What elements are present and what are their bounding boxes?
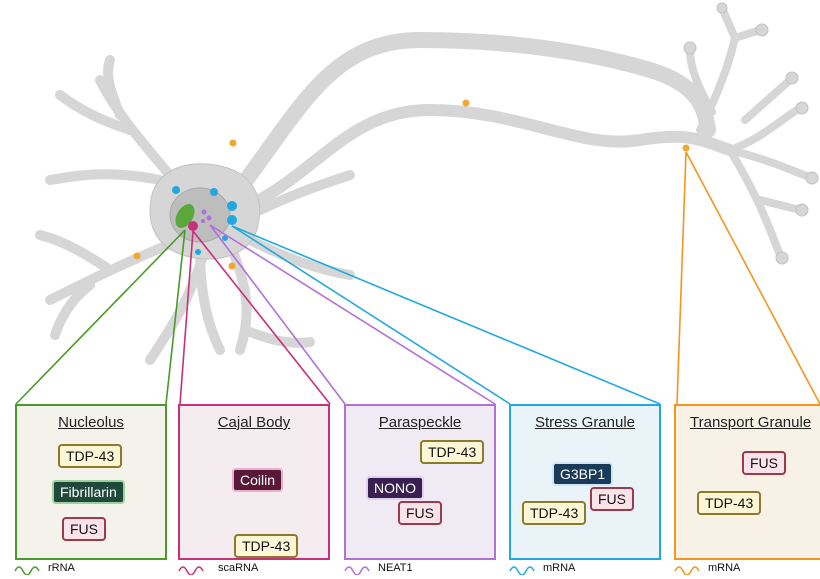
tag-fus: FUS [62,517,106,541]
rna-squiggle-icon [178,566,204,575]
tag-tdp43: TDP-43 [234,534,299,558]
tag-fus: FUS [590,487,634,511]
panel-transport-granule: Transport Granule [674,404,820,560]
rna-squiggle-icon [509,566,535,575]
panel-title: Stress Granule [534,414,636,431]
legend-mrna-transport: mRNA [674,561,794,577]
cajal-dot [188,221,198,231]
rna-squiggle-icon [344,566,370,575]
rna-squiggle-icon [674,566,700,575]
panel-title: Paraspeckle [378,414,462,431]
nucleolus-dot [175,204,195,228]
legend-scarna: scaRNA [178,561,298,577]
legend-label: NEAT1 [378,562,413,574]
tag-tdp43: TDP-43 [420,440,485,464]
transport-granule-dots [133,99,690,270]
neuron [35,2,819,365]
legend-label: rRNA [48,562,75,574]
rna-squiggle-icon [14,566,40,575]
legend-label: scaRNA [218,562,259,574]
panel-title: Cajal Body [217,414,291,431]
tag-tdp43: TDP-43 [522,501,587,525]
tag-nono: NONO [366,476,424,500]
connector-lines [15,151,820,405]
legend-neat1: NEAT1 [344,561,464,577]
tag-fus: FUS [742,451,786,475]
legend-rrna: rRNA [14,561,114,577]
tag-fibrillarin: Fibrillarin [52,480,125,504]
tag-fus: FUS [398,501,442,525]
panel-title: Nucleolus [58,414,124,431]
tag-tdp43: TDP-43 [58,444,123,468]
stress-granule-dots [172,186,237,255]
tag-tdp43: TDP-43 [697,491,762,515]
legend-label: mRNA [708,562,741,574]
nucleus-contents [175,204,212,231]
panel-title: Transport Granule [690,414,812,431]
tag-g3bp1: G3BP1 [552,462,614,486]
legend-label: mRNA [543,562,576,574]
tag-coilin: Coilin [232,468,284,492]
legend-mrna-stress: mRNA [509,561,629,577]
